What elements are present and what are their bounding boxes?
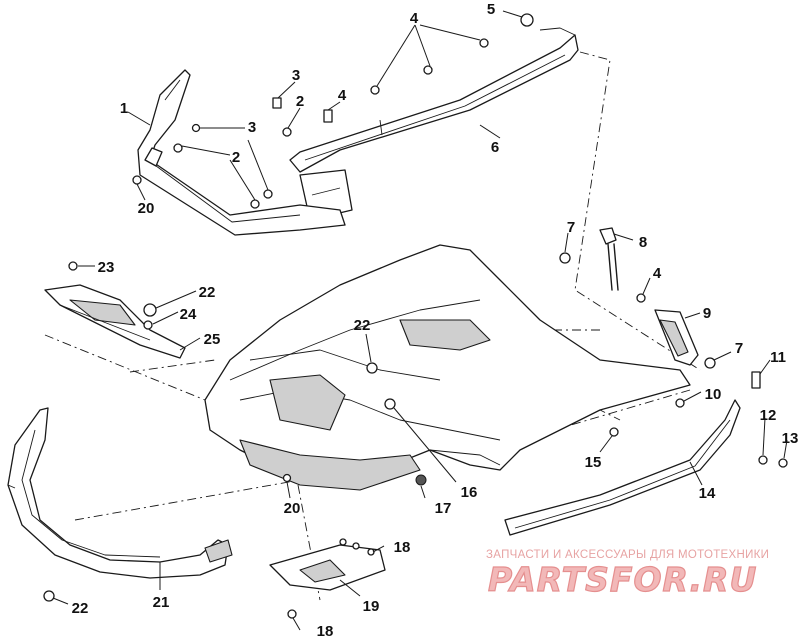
callout-14: 14	[699, 485, 716, 502]
callout-25: 25	[204, 331, 221, 348]
callout-15: 15	[585, 454, 602, 471]
callout-1: 1	[120, 100, 128, 117]
callout-2: 2	[296, 93, 304, 110]
callout-24: 24	[180, 306, 197, 323]
part-9-bracket	[654, 309, 699, 366]
callout-22: 22	[354, 317, 371, 334]
part-6-upper-bar	[289, 27, 579, 221]
callout-7: 7	[567, 219, 575, 236]
callout-3: 3	[248, 119, 256, 136]
part-8-strut	[599, 227, 619, 291]
callout-19: 19	[363, 598, 380, 615]
callout-4: 4	[410, 10, 419, 27]
watermark-tagline: ЗАПЧАСТИ И АКСЕССУАРЫ ДЛЯ МОТОТЕХНИКИ	[486, 549, 770, 561]
callout-13: 13	[782, 430, 799, 447]
callout-11: 11	[770, 349, 786, 366]
hardware	[43, 13, 788, 619]
callout-3: 3	[292, 67, 300, 84]
callout-20: 20	[284, 500, 301, 517]
part-25-side-panel	[44, 284, 186, 359]
part-19-skid-plate	[269, 544, 386, 591]
callout-16: 16	[461, 484, 478, 501]
callout-10: 10	[705, 386, 722, 403]
callout-9: 9	[703, 305, 711, 322]
callout-18: 18	[394, 539, 411, 556]
callout-8: 8	[639, 234, 647, 251]
callout-18: 18	[317, 623, 334, 639]
watermark-logo: PARTSFOR.RU	[487, 559, 758, 599]
callout-17: 17	[435, 500, 452, 517]
leader-lines	[52, 10, 788, 631]
callout-4: 4	[653, 265, 662, 282]
callout-20: 20	[138, 200, 155, 217]
callout-21: 21	[153, 594, 170, 611]
hood-body	[204, 244, 691, 491]
callout-labels: 1 2 2 3 3 4 4 4 5 6 7 7 8 9 10 11 12 13 …	[72, 1, 799, 639]
part-21-front-bumper	[7, 407, 233, 579]
callout-22: 22	[72, 600, 89, 617]
callout-5: 5	[487, 1, 495, 18]
callout-12: 12	[760, 407, 777, 424]
callout-23: 23	[98, 259, 115, 276]
callout-2: 2	[232, 149, 240, 166]
callout-6: 6	[491, 139, 499, 156]
callout-22: 22	[199, 284, 216, 301]
part-1-front-bracket	[137, 69, 346, 236]
callout-7: 7	[735, 340, 743, 357]
callout-4: 4	[338, 87, 347, 104]
